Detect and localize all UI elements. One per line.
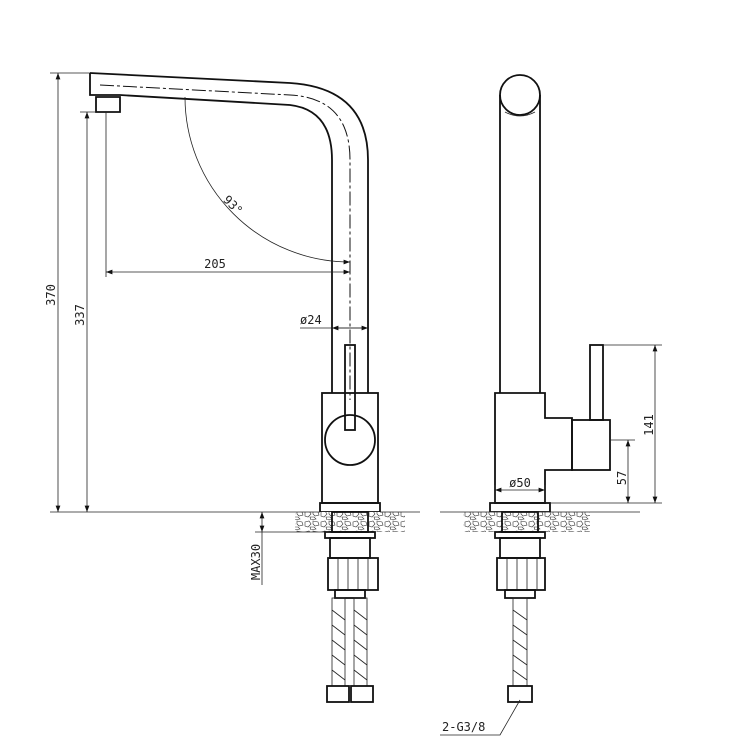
base-plate <box>319 502 381 513</box>
countertop-section <box>295 512 405 532</box>
fitting-right <box>350 685 374 703</box>
handle-side <box>571 419 611 471</box>
hose-collar <box>334 589 366 599</box>
dim-337: 337 <box>73 304 87 326</box>
threaded-stud-side <box>499 537 541 559</box>
spout-end-circle <box>499 74 541 116</box>
dim-370: 370 <box>44 284 58 306</box>
hose-braiding <box>331 609 368 681</box>
base-plate-side <box>489 502 551 513</box>
fitting-side <box>507 685 533 703</box>
spout-centerline <box>99 84 351 400</box>
threaded-stud <box>329 537 371 559</box>
spout-tube-side <box>499 95 541 393</box>
front-dimensions: 370 337 205 93° ø24 MAX30 <box>44 72 420 585</box>
dim-57: 57 <box>615 471 629 485</box>
front-view <box>89 72 405 703</box>
handle-lever-side <box>589 344 604 421</box>
extension-lines <box>50 72 420 513</box>
dim-spout-diameter: ø24 <box>300 313 322 327</box>
faucet-body-side <box>494 392 573 504</box>
angle-arc <box>184 96 351 265</box>
nut-ribs <box>337 558 369 590</box>
mounting-nut-side <box>496 557 546 591</box>
spout-tip-edge <box>89 73 120 96</box>
aerator <box>95 96 121 113</box>
hose-braiding-side <box>512 609 528 681</box>
spout-inner-edge <box>119 94 333 393</box>
spout-opening-curve <box>504 111 536 117</box>
connection-label: 2-G3/8 <box>442 720 485 734</box>
spout-outer-edge <box>89 72 369 393</box>
washer-side <box>494 531 546 539</box>
dim-angle: 93° <box>220 193 245 218</box>
faucet-body <box>321 392 379 504</box>
base-diameter-extension-lines <box>494 485 546 503</box>
handle-lever <box>344 344 356 431</box>
countertop-section-side <box>463 512 590 532</box>
dim-max30: MAX30 <box>249 544 263 580</box>
nut-ribs-side <box>506 558 538 590</box>
side-view <box>463 74 611 703</box>
mounting-nut <box>327 557 379 591</box>
hose-collar-side <box>504 589 536 599</box>
dim-base-diameter: ø50 <box>509 476 531 490</box>
washer <box>324 531 376 539</box>
connection-leader <box>440 699 521 736</box>
side-dimensions: ø50 141 57 2-G3/8 <box>440 344 662 736</box>
fitting-left <box>326 685 350 703</box>
dim-141: 141 <box>642 414 656 436</box>
side-extension-lines <box>440 344 662 513</box>
dim-205: 205 <box>204 257 226 271</box>
handle-disc <box>324 414 376 466</box>
